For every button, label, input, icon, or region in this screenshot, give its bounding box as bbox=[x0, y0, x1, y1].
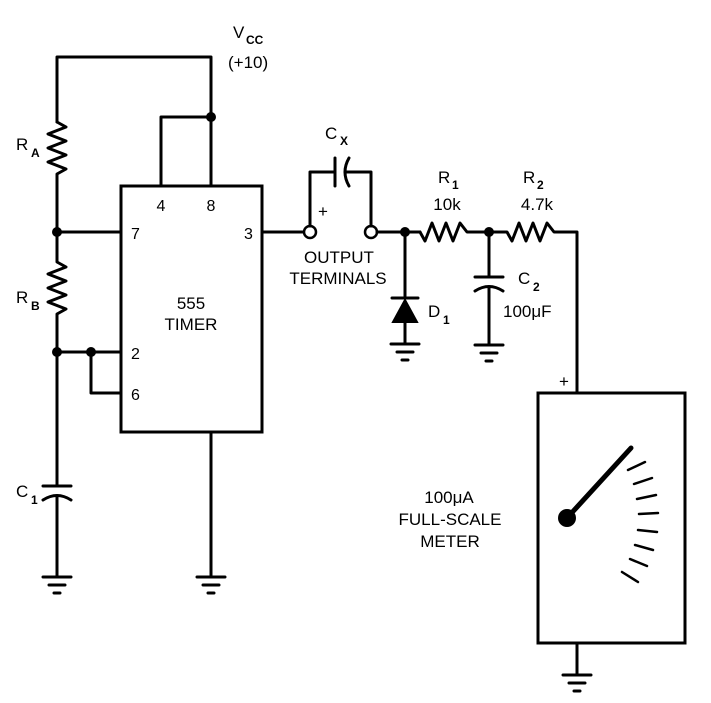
svg-text:D: D bbox=[428, 302, 440, 321]
resistor-ra: R A bbox=[16, 120, 68, 234]
output-terminals-label: OUTPUT TERMINALS bbox=[289, 248, 386, 288]
svg-text:TERMINALS: TERMINALS bbox=[289, 269, 386, 288]
svg-text:CC: CC bbox=[246, 33, 264, 47]
svg-text:1: 1 bbox=[452, 178, 459, 192]
diode-d1: D 1 bbox=[390, 230, 450, 345]
svg-text:FULL-SCALE: FULL-SCALE bbox=[399, 510, 502, 529]
timer-name-line1: 555 bbox=[177, 294, 205, 313]
svg-text:C: C bbox=[325, 124, 337, 143]
svg-text:METER: METER bbox=[420, 532, 480, 551]
svg-text:+: + bbox=[559, 372, 569, 391]
svg-text:R: R bbox=[16, 135, 28, 154]
meter-scale bbox=[620, 460, 660, 584]
timer-name-line2: TIMER bbox=[165, 315, 218, 334]
wire-pin2-pin6 bbox=[52, 347, 123, 395]
resistor-rb: R B bbox=[16, 230, 68, 354]
capacitor-c1: C 1 bbox=[16, 350, 73, 578]
resistor-r1: R 1 10k bbox=[418, 168, 491, 243]
resistor-r2: R 2 4.7k bbox=[487, 168, 579, 394]
capacitor-c2: C 2 100μF bbox=[473, 230, 552, 346]
svg-text:R: R bbox=[523, 168, 535, 187]
ground-symbol-c2 bbox=[473, 343, 505, 363]
svg-text:R: R bbox=[438, 168, 450, 187]
output-terminal-1 bbox=[302, 224, 318, 240]
svg-text:100μA: 100μA bbox=[424, 488, 474, 507]
meter-pivot bbox=[558, 509, 576, 527]
svg-text:6: 6 bbox=[131, 387, 140, 404]
ground-symbol-d1 bbox=[389, 342, 421, 362]
svg-text:+: + bbox=[318, 202, 328, 221]
svg-text:R: R bbox=[16, 288, 28, 307]
ground-symbol-timer bbox=[195, 430, 227, 595]
ground-symbol-meter bbox=[561, 641, 593, 693]
ground-symbol-c1 bbox=[41, 575, 73, 595]
capacitor-cx: C X + bbox=[308, 124, 373, 228]
vcc-label: V CC (+10) bbox=[228, 23, 268, 72]
svg-text:7: 7 bbox=[131, 226, 140, 243]
svg-text:C: C bbox=[518, 269, 530, 288]
svg-text:2: 2 bbox=[131, 346, 140, 363]
svg-text:A: A bbox=[31, 146, 40, 160]
svg-text:X: X bbox=[340, 134, 348, 148]
meter-label: 100μA FULL-SCALE METER bbox=[399, 488, 502, 551]
meter-needle bbox=[564, 445, 634, 521]
svg-text:(+10): (+10) bbox=[228, 53, 268, 72]
svg-text:OUTPUT: OUTPUT bbox=[304, 248, 374, 267]
timer-555: 4 8 7 3 2 6 555 TIMER bbox=[119, 184, 264, 434]
output-terminal-2 bbox=[363, 224, 379, 240]
svg-text:V: V bbox=[233, 23, 245, 42]
svg-text:2: 2 bbox=[533, 280, 540, 294]
svg-text:B: B bbox=[31, 299, 40, 313]
svg-text:2: 2 bbox=[537, 178, 544, 192]
vcc-junction-dot bbox=[206, 112, 216, 122]
svg-text:1: 1 bbox=[443, 313, 450, 327]
svg-text:4: 4 bbox=[157, 198, 166, 215]
meter-100ua: + bbox=[536, 372, 687, 645]
svg-text:4.7k: 4.7k bbox=[521, 195, 554, 214]
svg-text:C: C bbox=[16, 482, 28, 501]
svg-text:3: 3 bbox=[244, 226, 253, 243]
svg-text:10k: 10k bbox=[433, 195, 461, 214]
svg-text:1: 1 bbox=[31, 493, 38, 507]
svg-text:100μF: 100μF bbox=[503, 302, 552, 321]
svg-text:8: 8 bbox=[207, 198, 216, 215]
vcc-rail bbox=[55, 55, 216, 188]
